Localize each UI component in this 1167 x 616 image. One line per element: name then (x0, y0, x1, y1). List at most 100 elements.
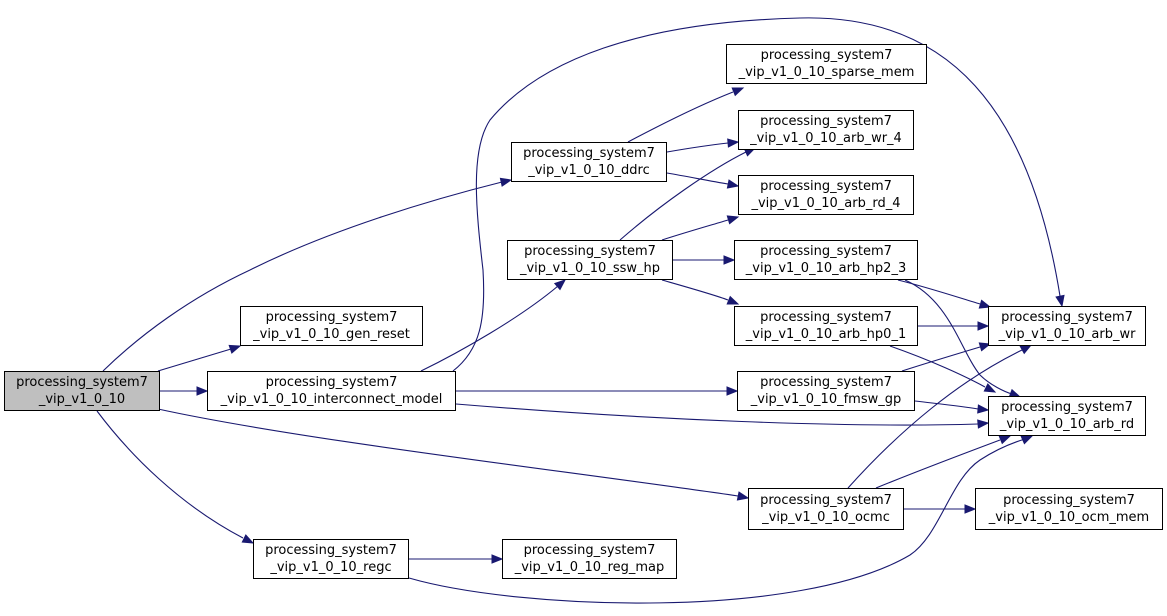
node-ddrc-line2: _vip_v1_0_10_ddrc (528, 163, 650, 178)
node-fmsw-gp-line1: processing_system7 (760, 375, 892, 390)
edge-line (157, 348, 232, 372)
node-ssw-hp-line1: processing_system7 (524, 244, 656, 259)
edge-regc-to-reg-map (409, 554, 504, 564)
node-ocmc-line2: _vip_v1_0_10_ocmc (762, 510, 890, 525)
edge-root-to-ddrc (102, 177, 513, 372)
edge-line (627, 91, 734, 143)
arrowhead (723, 255, 736, 265)
node-ocm-mem[interactable]: processing_system7 _vip_v1_0_10_ocm_mem (975, 488, 1163, 530)
node-gen-reset[interactable]: processing_system7 _vip_v1_0_10_gen_rese… (240, 306, 423, 346)
edge-line (889, 345, 986, 388)
edge-ddrc-to-sparse-mem (627, 87, 745, 143)
edge-line (666, 172, 729, 185)
node-ssw-hp-line2: _vip_v1_0_10_ssw_hp (519, 261, 660, 276)
edge-ddrc-to-arb-rd-4 (666, 172, 740, 189)
edge-fmsw-gp-to-arb-wr (901, 342, 992, 372)
node-gen-reset-line1: processing_system7 (265, 310, 398, 325)
node-ocmc-line1: processing_system7 (760, 493, 892, 508)
arrowhead (241, 534, 255, 544)
edge-root-to-interconnect-model (160, 386, 209, 396)
edge-line (661, 279, 729, 301)
node-ssw-hp[interactable]: processing_system7 _vip_v1_0_10_ssw_hp (507, 240, 673, 280)
arrowhead (491, 554, 504, 564)
edge-line (455, 403, 979, 426)
node-ddrc-line1: processing_system7 (523, 146, 655, 161)
node-root-line1: processing_system7 (16, 375, 148, 390)
edge-ssw-hp-to-arb-hp0-1 (661, 279, 740, 305)
node-ocm-mem-line2: _vip_v1_0_10_ocm_mem (988, 510, 1150, 525)
node-arb-hp0-1[interactable]: processing_system7 _vip_v1_0_10_arb_hp0_… (734, 306, 918, 346)
node-root[interactable]: processing_system7 _vip_v1_0_10 (4, 371, 160, 411)
arrowhead (731, 87, 745, 97)
edge-arb-hp0-1-to-arb-rd (889, 345, 997, 393)
edge-line (408, 438, 1026, 604)
node-arb-wr[interactable]: processing_system7 _vip_v1_0_10_arb_wr (988, 306, 1146, 346)
node-reg-map[interactable]: processing_system7 _vip_v1_0_10_reg_map (502, 539, 677, 579)
node-arb-rd-4[interactable]: processing_system7 _vip_v1_0_10_arb_rd_4 (738, 175, 914, 215)
edge-arb-hp0-1-to-arb-wr (918, 321, 990, 331)
arrowhead (726, 215, 740, 225)
edge-interconnect-model-to-ssw-hp (420, 279, 567, 372)
arrowhead (553, 279, 567, 291)
node-arb-wr-4-line1: processing_system7 (760, 114, 892, 129)
edge-arb-hp2-3-to-arb-wr (897, 279, 992, 309)
edge-line (847, 349, 1023, 489)
node-arb-wr-4-line2: _vip_v1_0_10_arb_wr_4 (750, 131, 902, 146)
node-fmsw-gp[interactable]: processing_system7 _vip_v1_0_10_fmsw_gp (737, 371, 915, 411)
node-interconnect-model-line1: processing_system7 (265, 375, 398, 390)
node-regc-line2: _vip_v1_0_10_regc (270, 560, 392, 575)
node-arb-hp0-1-line1: processing_system7 (760, 310, 892, 325)
node-arb-hp2-3-line1: processing_system7 (760, 244, 892, 259)
edge-line (875, 439, 1001, 489)
edge-line (666, 142, 729, 153)
node-arb-wr-4[interactable]: processing_system7 _vip_v1_0_10_arb_wr_4 (738, 110, 914, 150)
arrowhead (1055, 294, 1065, 308)
edge-line (661, 219, 729, 241)
node-gen-reset-line2: _vip_v1_0_10_gen_reset (253, 327, 410, 342)
node-interconnect-model-line2: _vip_v1_0_10_interconnect_model (220, 392, 443, 407)
arrowhead (726, 295, 740, 305)
arrowhead (978, 342, 992, 352)
edge-fmsw-gp-to-arb-rd (914, 400, 990, 414)
arrowhead (736, 491, 750, 501)
node-arb-rd-line1: processing_system7 (1001, 400, 1133, 415)
node-arb-rd[interactable]: processing_system7 _vip_v1_0_10_arb_rd (988, 396, 1146, 436)
edge-root-to-regc (96, 410, 255, 544)
edge-root-to-ocmc (157, 408, 750, 501)
node-interconnect-model[interactable]: processing_system7 _vip_v1_0_10_intercon… (207, 371, 456, 411)
edge-line (619, 151, 747, 241)
edge-interconnect-model-to-fmsw-gp (456, 386, 739, 396)
node-arb-hp2-3-line2: _vip_v1_0_10_arb_hp2_3 (745, 261, 907, 276)
edge-ocmc-to-arb-rd (875, 435, 1012, 489)
edge-ssw-hp-to-arb-rd-4 (661, 215, 740, 241)
edge-line (96, 410, 244, 539)
edge-line (157, 408, 739, 497)
edge-line (102, 181, 503, 372)
node-sparse-mem-line1: processing_system7 (760, 48, 893, 63)
arrowhead (998, 435, 1012, 445)
arrowhead (964, 504, 977, 514)
node-regc[interactable]: processing_system7 _vip_v1_0_10_regc (253, 539, 409, 579)
edge-interconnect-model-to-arb-rd (455, 403, 990, 429)
node-arb-wr-line1: processing_system7 (1001, 310, 1133, 325)
arrowhead (977, 404, 990, 414)
arrowhead (499, 177, 513, 187)
node-arb-wr-line2: _vip_v1_0_10_arb_wr (998, 327, 1136, 342)
node-ocmc[interactable]: processing_system7 _vip_v1_0_10_ocmc (748, 488, 904, 530)
node-arb-hp2-3[interactable]: processing_system7 _vip_v1_0_10_arb_hp2_… (734, 240, 918, 280)
arrowhead (726, 179, 740, 189)
arrowhead (727, 138, 740, 148)
node-reg-map-line2: _vip_v1_0_10_reg_map (514, 560, 665, 575)
node-ddrc[interactable]: processing_system7 _vip_v1_0_10_ddrc (511, 142, 667, 182)
node-regc-line1: processing_system7 (265, 543, 397, 558)
arrowhead (228, 344, 242, 354)
node-arb-rd-line2: _vip_v1_0_10_arb_rd (999, 417, 1135, 432)
edge-line (901, 346, 981, 372)
arrowhead (977, 419, 990, 429)
edge-ddrc-to-arb-wr-4 (666, 138, 740, 153)
node-sparse-mem[interactable]: processing_system7 _vip_v1_0_10_sparse_m… (726, 44, 927, 84)
node-arb-rd-4-line2: _vip_v1_0_10_arb_rd_4 (751, 196, 901, 211)
arrowhead (977, 321, 990, 331)
edge-line (897, 279, 981, 305)
